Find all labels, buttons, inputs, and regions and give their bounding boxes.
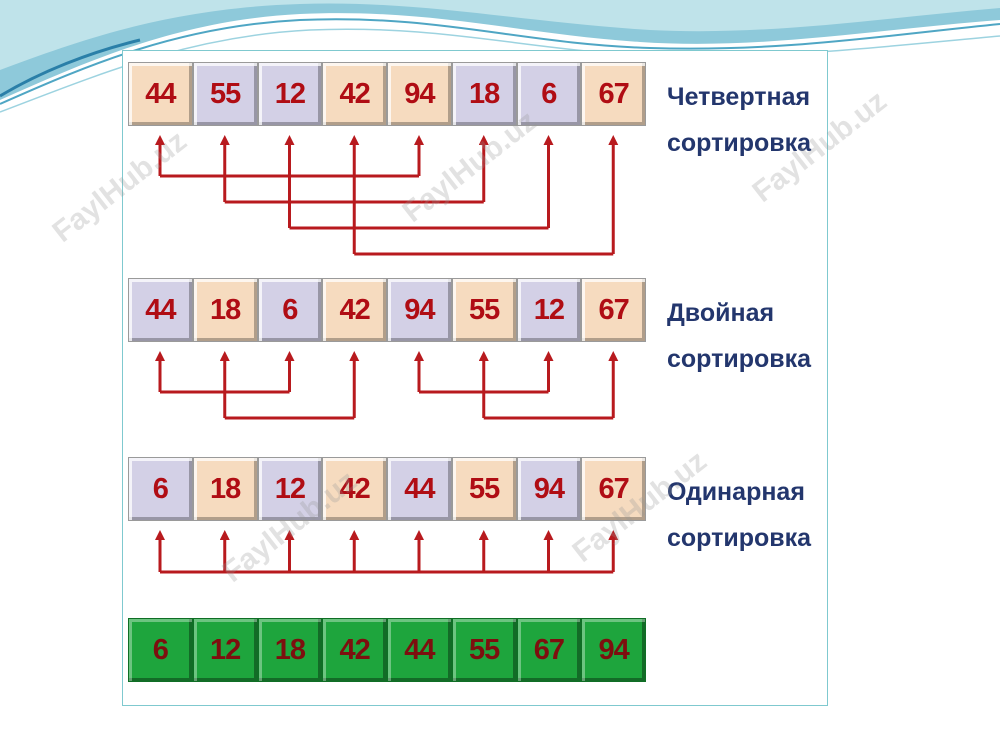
array-cell: 6 — [128, 618, 193, 682]
label-single-sort: Одинарная сортировка — [667, 469, 827, 561]
label-line-2: сортировка — [667, 524, 812, 552]
array-cell: 67 — [581, 278, 646, 342]
array-cell: 18 — [451, 62, 517, 126]
array-cell: 55 — [451, 278, 517, 342]
array-cell: 6 — [516, 62, 582, 126]
array-cell: 42 — [322, 278, 387, 342]
array-cell: 67 — [516, 618, 582, 682]
array-cell: 94 — [387, 278, 452, 342]
array-cell: 55 — [451, 457, 517, 521]
array-cell: 12 — [257, 457, 323, 521]
array-cell: 55 — [451, 618, 517, 682]
array-cell: 44 — [128, 62, 193, 126]
array-cell: 67 — [581, 62, 646, 126]
array-cell: 18 — [192, 457, 258, 521]
array-cell: 12 — [516, 278, 582, 342]
array-cell: 55 — [192, 62, 258, 126]
array-cell: 94 — [387, 62, 452, 126]
label-line-1: Двойная — [667, 299, 775, 327]
label-line-1: Одинарная — [667, 478, 805, 506]
array-cell: 12 — [257, 62, 323, 126]
label-quaternary-sort: Четвертная сортировка — [667, 74, 827, 166]
array-cell: 42 — [322, 618, 387, 682]
label-line-2: сортировка — [667, 129, 812, 157]
array-cell: 44 — [128, 278, 193, 342]
array-cell: 12 — [192, 618, 258, 682]
array-cell: 44 — [387, 457, 452, 521]
array-cell: 6 — [257, 278, 323, 342]
label-line-1: Четвертная — [667, 83, 811, 111]
array-cell: 44 — [387, 618, 452, 682]
array-cell: 18 — [192, 278, 258, 342]
array-cell: 18 — [257, 618, 323, 682]
array-cell: 42 — [322, 62, 387, 126]
array-cell: 6 — [128, 457, 193, 521]
diagram-panel — [122, 50, 828, 706]
array-cell: 67 — [581, 457, 646, 521]
array-cell: 42 — [322, 457, 387, 521]
array-cell: 94 — [581, 618, 646, 682]
label-double-sort: Двойная сортировка — [667, 290, 827, 382]
array-cell: 94 — [516, 457, 582, 521]
label-line-2: сортировка — [667, 345, 812, 373]
